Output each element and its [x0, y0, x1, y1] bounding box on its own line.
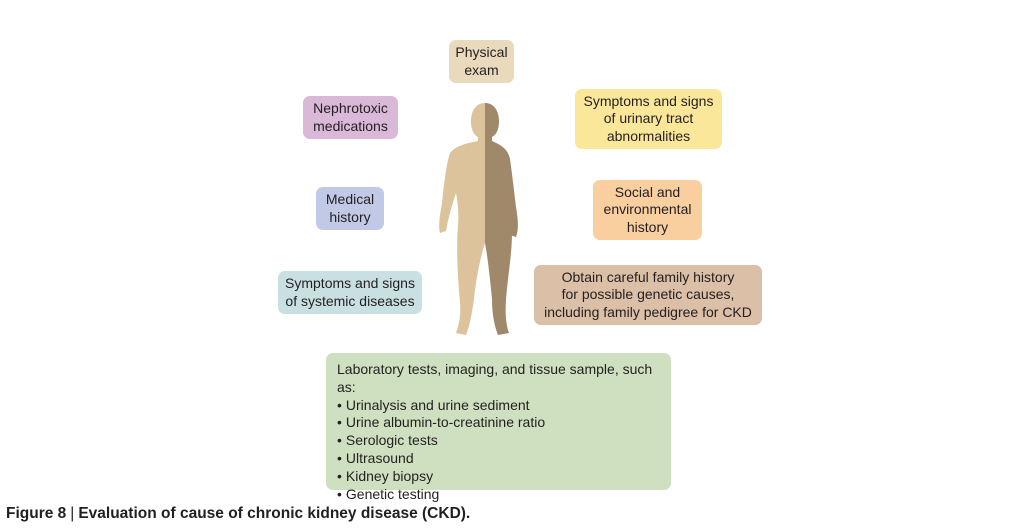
labs-list: Urinalysis and urine sediment Urine albu… [337, 397, 671, 504]
systemic-diseases-box: Symptoms and signs of systemic diseases [278, 271, 422, 314]
list-item: Kidney biopsy [337, 468, 671, 486]
labs-intro: Laboratory tests, imaging, and tissue sa… [337, 361, 653, 395]
laboratory-tests-box: Laboratory tests, imaging, and tissue sa… [326, 353, 671, 502]
human-figure-icon [439, 103, 518, 335]
figure-left-half [439, 103, 485, 335]
urinary-tract-symptoms-box: Symptoms and signs of urinary tract abno… [575, 89, 722, 149]
figure-right-half [485, 103, 518, 335]
figure-caption: Figure 8|Evaluation of cause of chronic … [6, 505, 470, 523]
nephrotoxic-medications-box: Nephrotoxic medications [303, 96, 398, 139]
list-item: Genetic testing [337, 486, 671, 504]
family-history-box: Obtain careful family history for possib… [534, 265, 762, 325]
list-item: Ultrasound [337, 450, 671, 468]
figure-title: Evaluation of cause of chronic kidney di… [78, 505, 471, 522]
list-item: Urine albumin-to-creatinine ratio [337, 414, 671, 432]
caption-separator: | [70, 505, 75, 522]
medical-history-box: Medical history [316, 187, 384, 230]
physical-exam-box: Physical exam [449, 40, 514, 83]
list-item: Serologic tests [337, 432, 671, 450]
social-environmental-history-box: Social and environmental history [593, 180, 702, 240]
figure-number: Figure 8 [6, 505, 67, 522]
list-item: Urinalysis and urine sediment [337, 397, 671, 415]
